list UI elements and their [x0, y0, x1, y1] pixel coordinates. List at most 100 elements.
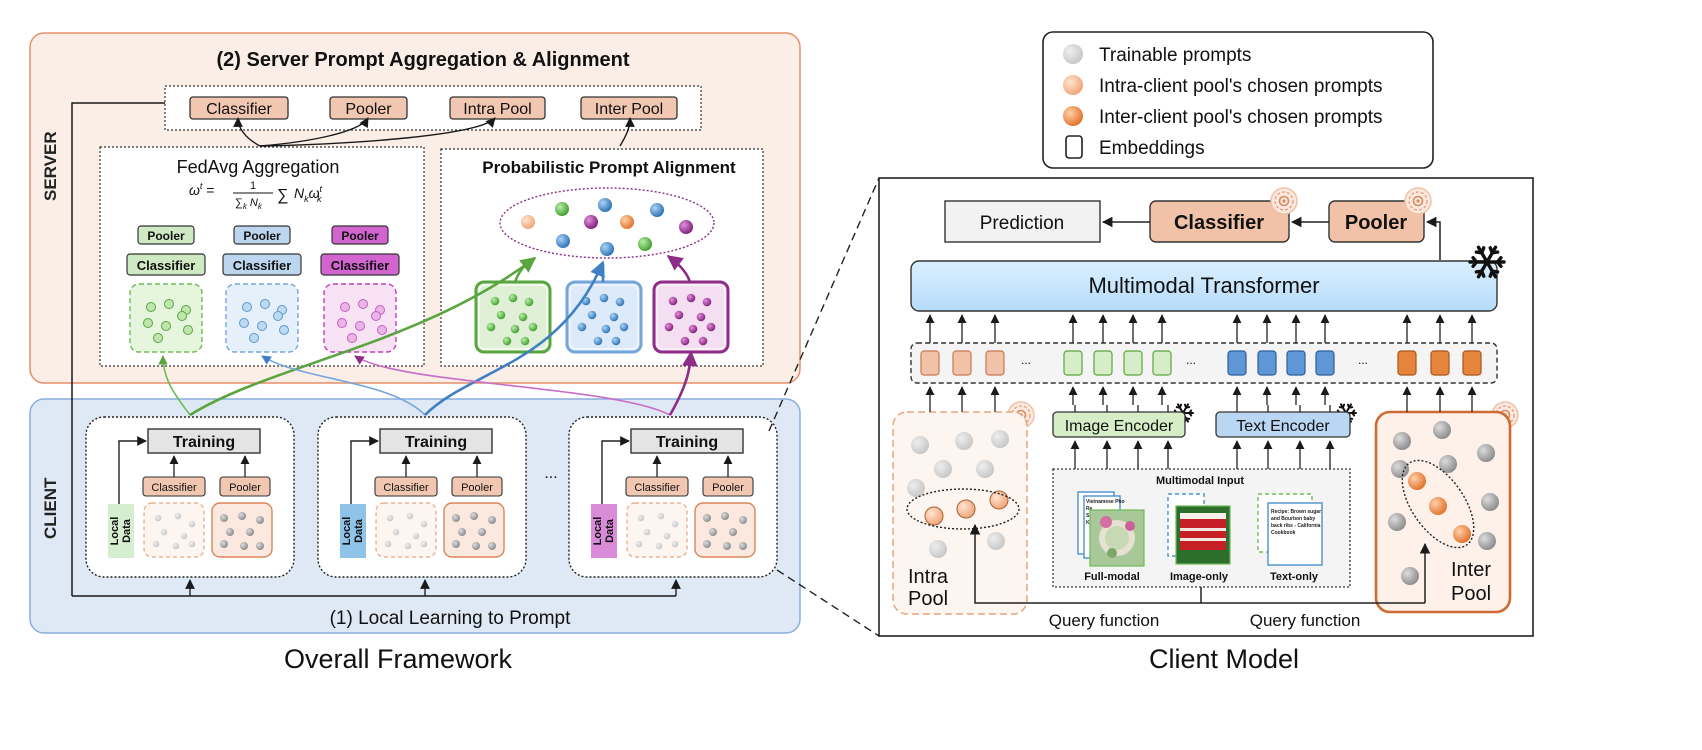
inter-trainable-prompt — [1477, 444, 1495, 462]
text-encoder-box — [1215, 411, 1351, 438]
training-label: Training — [405, 434, 467, 451]
alignment-prompt-purple — [688, 324, 698, 334]
fedavg-pooler-label-green: Pooler — [147, 229, 185, 243]
upload-arrows — [158, 254, 698, 417]
fedavg-pooler-green — [137, 225, 195, 245]
inter-chosen-prompt — [1429, 497, 1447, 515]
inter-trainable-prompt — [1401, 567, 1419, 585]
formula-equals: = — [202, 182, 214, 198]
alignment-prompt-blue — [577, 322, 587, 332]
full-card-text-line: Sc — [1086, 513, 1092, 519]
intra-trainable-prompt — [911, 436, 929, 454]
alignment-prompt-blue — [609, 312, 619, 322]
client-inter-prompt — [220, 514, 228, 522]
client-heading: (1) Local Learning to Prompt — [330, 608, 572, 629]
local-data-word-2: Data — [353, 518, 365, 543]
client-intra-prompt — [412, 532, 420, 540]
fedavg-prompt-blue — [273, 311, 283, 321]
client-inter-prompt — [256, 542, 264, 550]
formula-lhs-sup: t — [200, 181, 203, 191]
fedavg-prompt-purple — [337, 318, 347, 328]
multimodal-transformer — [910, 260, 1498, 312]
training-box — [630, 428, 744, 454]
prediction-box — [944, 200, 1101, 243]
token-text — [1257, 350, 1277, 376]
fedavg-classifier-label-blue: Classifier — [233, 258, 292, 273]
fedavg-prompt-pool-green — [129, 283, 203, 353]
client-intra-prompt — [420, 520, 428, 528]
fedavg-prompt-green — [183, 325, 193, 335]
formula-denominator-var-sub: k — [258, 202, 263, 211]
inter-trainable-prompt — [1388, 513, 1406, 531]
client-inter-prompt — [723, 542, 731, 550]
intra-trainable-prompt — [987, 532, 1005, 550]
intra-chosen-group — [906, 488, 1020, 530]
client-inter-prompt — [238, 512, 246, 520]
server-box-label-0: Classifier — [206, 101, 272, 118]
client-inter-prompt — [739, 516, 747, 524]
alignment-prompt-blue — [601, 324, 611, 334]
alignment-prompt-purple — [696, 312, 706, 322]
inter-trainable-prompt — [1481, 493, 1499, 511]
client-intra-prompt — [392, 528, 400, 536]
client-inter-prompt — [488, 516, 496, 524]
fedavg-prompt-purple — [340, 302, 350, 312]
token-inter — [1430, 350, 1450, 376]
fedavg-classifier-green — [126, 253, 206, 276]
client-intra-prompt — [420, 540, 428, 548]
trainable-gear-icon — [1270, 187, 1298, 215]
token-ellipsis: ... — [1186, 353, 1196, 367]
snowflake-icon — [1468, 245, 1506, 279]
overall-framework-title: Overall Framework — [284, 644, 513, 674]
image-encoder-box — [1052, 411, 1186, 438]
alignment-prompt-purple — [686, 293, 696, 303]
local-data-word-1: Local — [592, 517, 604, 546]
legend-label-0: Trainable prompts — [1099, 45, 1251, 66]
alignment-pool-green — [474, 280, 552, 354]
server-box-1 — [329, 96, 408, 120]
client-intra-pool — [143, 502, 205, 558]
client-intra-prompt — [172, 542, 180, 550]
intra-chosen-prompt — [989, 490, 1009, 510]
zoom-line-top — [768, 177, 880, 432]
client-side-label: CLIENT — [41, 477, 60, 539]
client-classifier-label: Classifier — [634, 482, 680, 494]
token-intra — [952, 350, 972, 376]
fedavg-prompt-blue — [279, 325, 289, 335]
alignment-prompt-green — [490, 296, 500, 306]
token-text — [1286, 350, 1306, 376]
recipe-card-text-line: Cookbook — [1271, 530, 1296, 536]
client-intra-prompt — [188, 520, 196, 528]
full-card-text-line: K — [1086, 520, 1090, 526]
formula-denominator: ∑ — [235, 197, 243, 209]
aligned-prompts — [521, 198, 693, 256]
inter-chosen-prompt — [1453, 525, 1471, 543]
client-intra-prompt — [160, 528, 168, 536]
alignment-prompt-green — [518, 312, 528, 322]
head-arrows — [1101, 216, 1441, 260]
client-inter-prompt — [226, 528, 234, 536]
client-pooler-label: Pooler — [712, 482, 744, 494]
token-image — [1152, 350, 1172, 376]
client-intra-pool — [375, 502, 437, 558]
legend-swatch-2 — [1063, 106, 1083, 126]
client-intra-prompt — [386, 514, 394, 522]
legend-label-1: Intra-client pool's chosen prompts — [1099, 76, 1383, 97]
legend-swatch-3 — [1065, 135, 1083, 159]
query-function-lines — [969, 523, 1431, 604]
client-intra-prompt — [671, 540, 679, 548]
embedding-sequence — [910, 342, 1498, 384]
client-inter-prompt — [703, 540, 711, 548]
token-ellipsis: ... — [1358, 353, 1368, 367]
fedavg-prompt-green — [153, 333, 163, 343]
intra-trainable-prompt — [976, 460, 994, 478]
fedavg-prompt-blue — [242, 302, 252, 312]
client-intra-prompt — [180, 532, 188, 540]
token-image — [1123, 350, 1143, 376]
token-inter — [1397, 350, 1417, 376]
